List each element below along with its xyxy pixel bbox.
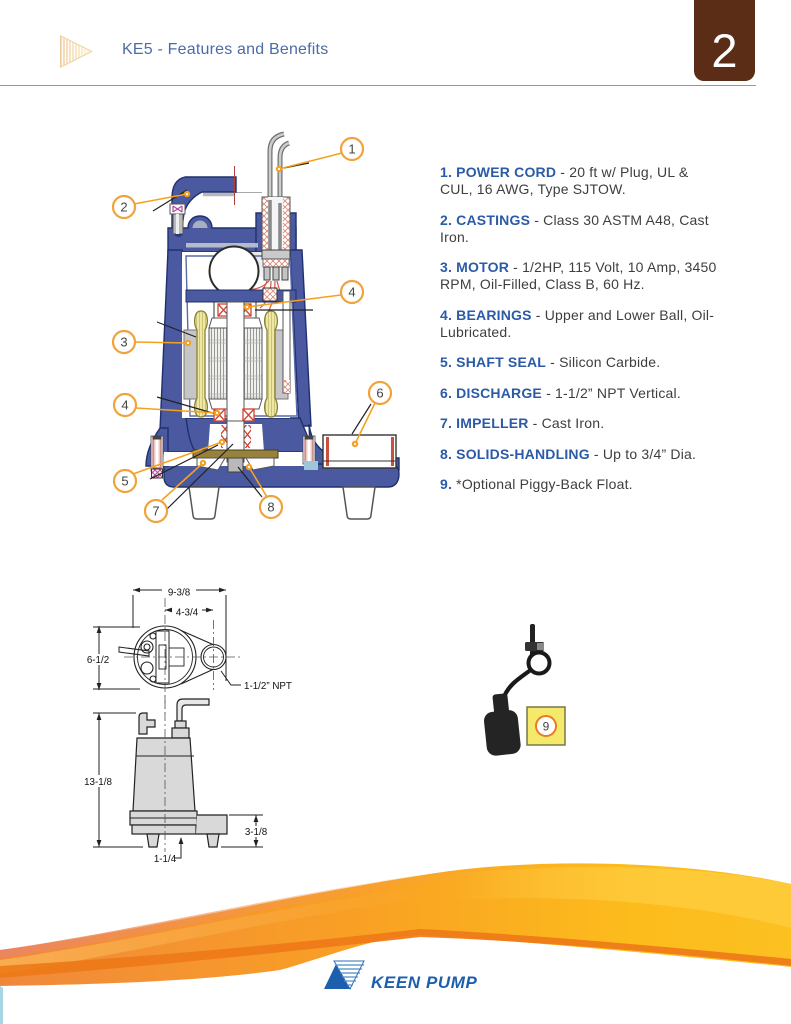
svg-text:4-3/4: 4-3/4 bbox=[176, 608, 199, 619]
svg-text:9-3/8: 9-3/8 bbox=[168, 588, 191, 599]
svg-text:3: 3 bbox=[120, 335, 127, 350]
svg-text:1: 1 bbox=[348, 142, 355, 157]
svg-text:2: 2 bbox=[120, 200, 127, 215]
svg-text:9: 9 bbox=[543, 720, 550, 734]
svg-text:7: 7 bbox=[152, 504, 159, 519]
svg-text:1-1/2” NPT: 1-1/2” NPT bbox=[244, 681, 292, 692]
svg-text:6-1/2: 6-1/2 bbox=[87, 655, 109, 666]
svg-text:8: 8 bbox=[267, 500, 274, 515]
svg-text:4: 4 bbox=[121, 398, 128, 413]
svg-text:6: 6 bbox=[376, 386, 383, 401]
svg-text:13-1/8: 13-1/8 bbox=[84, 777, 112, 788]
svg-text:1-1/4: 1-1/4 bbox=[154, 854, 177, 865]
svg-text:5: 5 bbox=[121, 474, 128, 489]
svg-text:4: 4 bbox=[348, 285, 355, 300]
svg-text:KEEN PUMP: KEEN PUMP bbox=[371, 973, 478, 992]
svg-text:3-1/8: 3-1/8 bbox=[245, 827, 268, 838]
